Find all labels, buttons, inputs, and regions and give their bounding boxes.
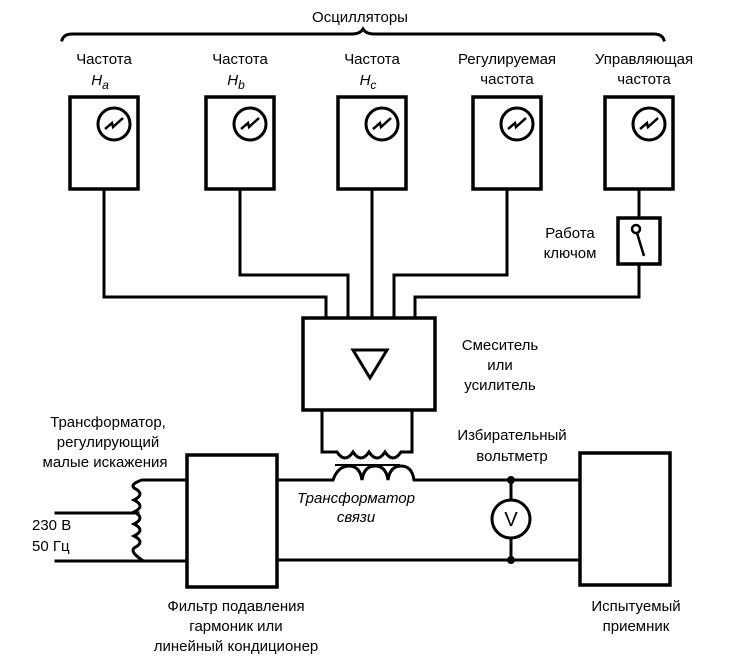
- coupling-transformer: Трансформатор связи: [297, 408, 415, 526]
- svg-text:Избирательный: Избирательный: [457, 427, 566, 444]
- svg-text:230 В: 230 В: [32, 517, 71, 534]
- svg-text:Трансформатор,: Трансформатор,: [50, 414, 166, 431]
- oscillator-adjustable: [471, 95, 543, 191]
- oscillator-label-adjustable: Регулируемая частота: [458, 51, 556, 88]
- wire-top-line: [276, 464, 582, 482]
- oscillator-label-a: Частота Ha: [76, 51, 132, 92]
- svg-text:ключом: ключом: [544, 245, 597, 262]
- svg-text:Hb: Hb: [227, 72, 245, 92]
- svg-text:Работа: Работа: [545, 225, 595, 242]
- oscillator-a: [68, 95, 140, 191]
- svg-text:связи: связи: [337, 509, 376, 526]
- svg-text:Частота: Частота: [212, 51, 268, 68]
- oscillator-b: [204, 95, 276, 191]
- svg-text:Фильтр подавления: Фильтр подавления: [167, 598, 304, 615]
- svg-text:регулирующий: регулирующий: [57, 434, 159, 451]
- svg-text:или: или: [487, 357, 513, 374]
- svg-text:приемник: приемник: [603, 618, 670, 635]
- wire-switch-to-mixer: [413, 262, 641, 320]
- mixer-amplifier-block: Смеситель или усилитель: [301, 316, 539, 412]
- svg-text:гармоник или: гармоник или: [189, 618, 282, 635]
- triangle-amplifier-icon: [350, 348, 390, 381]
- svg-text:малые искажения: малые искажения: [43, 454, 168, 471]
- svg-text:Регулируемая: Регулируемая: [458, 51, 556, 68]
- key-switch: Работа ключом: [544, 216, 662, 266]
- svg-text:усилитель: усилитель: [464, 377, 536, 394]
- mains-supply-label: 230 В 50 Гц: [32, 517, 71, 555]
- wire-osc-adjustable: [392, 188, 509, 320]
- oscillator-label-c: Частота Hc: [344, 51, 400, 92]
- svg-text:Управляющая: Управляющая: [595, 51, 693, 68]
- voltmeter: V Избирательный вольтметр: [457, 427, 567, 564]
- wire-osc-b: [238, 188, 350, 320]
- sine-wave-generator-icon: [364, 106, 400, 142]
- svg-text:вольтметр: вольтметр: [476, 448, 547, 465]
- oscillator-label-b: Частота Hb: [212, 51, 268, 92]
- svg-text:частота: частота: [617, 71, 671, 88]
- svg-text:V: V: [504, 509, 518, 531]
- oscillators-brace: [60, 26, 666, 42]
- voltmeter-icon: [490, 498, 532, 540]
- sine-wave-generator-icon: [96, 106, 132, 142]
- svg-text:Hc: Hc: [360, 72, 377, 92]
- svg-text:Частота: Частота: [344, 51, 400, 68]
- sine-wave-generator-icon: [499, 106, 535, 142]
- receiver-under-test: Испытуемый приемник: [578, 451, 681, 635]
- svg-text:линейный кондиционер: линейный кондиционер: [154, 638, 319, 655]
- sine-wave-generator-icon: [631, 106, 667, 142]
- svg-text:Трансформатор: Трансформатор: [297, 490, 415, 507]
- oscillator-c: [336, 95, 408, 191]
- svg-text:частота: частота: [480, 71, 534, 88]
- svg-text:Смеситель: Смеситель: [462, 337, 539, 354]
- wire-osc-a: [102, 188, 328, 320]
- oscillator-control: [603, 95, 675, 191]
- sine-wave-generator-icon: [232, 106, 268, 142]
- oscillators-group-label: Осцилляторы: [312, 9, 408, 26]
- distortion-transformer: Трансформатор, регулирующий малые искаже…: [43, 414, 189, 563]
- harmonic-filter: Фильтр подавления гармоник или линейный …: [154, 453, 319, 655]
- svg-text:Частота: Частота: [76, 51, 132, 68]
- svg-text:Ha: Ha: [91, 72, 109, 92]
- svg-text:Испытуемый: Испытуемый: [591, 598, 680, 615]
- svg-text:50 Гц: 50 Гц: [32, 538, 70, 555]
- oscillator-label-control: Управляющая частота: [595, 51, 693, 88]
- oscillator-wires: [102, 188, 641, 320]
